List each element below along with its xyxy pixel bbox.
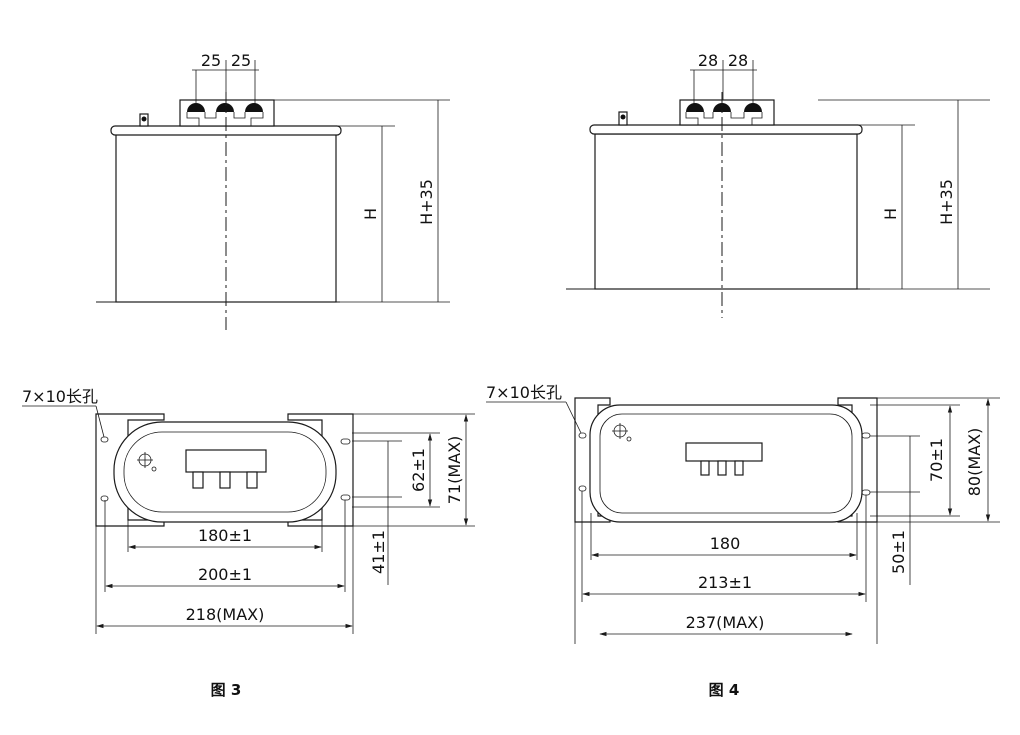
fig3-terminal-block-top: [185, 449, 267, 473]
fig3-terminal-contour: [186, 112, 264, 126]
fig3-leader-line: [95, 405, 105, 438]
fig4-dim-80: 80(MAX): [965, 428, 984, 497]
fig4-capacitor-lid: [589, 124, 863, 135]
fig3-terminal-spacing-2: 25: [231, 51, 251, 70]
fig4-terminal-2-icon: [713, 103, 731, 112]
fig4-dim-180: 180: [710, 534, 741, 553]
fig4-oval-inner: [599, 413, 853, 514]
fig4-pin-1: [700, 460, 710, 476]
fig3-slot-hole-icon: [100, 436, 109, 443]
fig4-caption: 图 4: [709, 681, 740, 699]
fig4-terminal-1-icon: [686, 103, 704, 112]
fig3-terminal-spacing-1: 25: [201, 51, 221, 70]
fig4-terminal-3-icon: [744, 103, 762, 112]
fig3-dim-200: 200±1: [198, 565, 252, 584]
fig3-slot-hole-icon: [340, 494, 351, 501]
fig3-oval-inner: [123, 431, 327, 513]
fig3-pin-3: [246, 471, 258, 489]
fig3-terminal-3-icon: [245, 103, 263, 112]
fig4-slot-hole-icon: [578, 485, 587, 492]
fig4-height-label: H: [881, 208, 900, 220]
fig4-dim-213: 213±1: [698, 573, 752, 592]
fig4-dim-50: 50±1: [889, 530, 908, 574]
fig4-slot-hole-icon: [861, 432, 871, 439]
fig4-front-view: 28 28 H H+35: [566, 51, 990, 318]
fig3-dim-41: 41±1: [369, 530, 388, 574]
fig3-total-height-label: H+35: [417, 179, 436, 225]
fig4-dim-70: 70±1: [927, 438, 946, 482]
fig4-pin-3: [734, 460, 744, 476]
fig3-height-label: H: [361, 208, 380, 220]
fig4-terminal-contour: [685, 112, 763, 125]
fig4-terminal-spacing-2: 28: [728, 51, 748, 70]
fig4-slot-hole-icon: [578, 432, 587, 439]
fig3-ground-bolt-icon: [141, 116, 147, 122]
fig3-front-view: 25 25 H H+35: [96, 51, 450, 330]
fig3-dim-71: 71(MAX): [445, 436, 464, 505]
fig3-dim-62: 62±1: [409, 448, 428, 492]
fig4-ground-bolt-icon: [620, 114, 626, 120]
fig4-leader-line: [565, 401, 582, 434]
fig4-slot-label: 7×10长孔: [486, 383, 562, 402]
fig4-terminal-block-top: [685, 442, 763, 462]
fig4-terminal-spacing-1: 28: [698, 51, 718, 70]
fig3-slot-hole-icon: [340, 438, 351, 445]
fig3-terminal-1-icon: [187, 103, 205, 112]
fig3-dim-180: 180±1: [198, 526, 252, 545]
fig4-pin-2: [717, 460, 727, 476]
fig4-capacitor-body: [594, 133, 858, 290]
fig3-dim-218: 218(MAX): [186, 605, 265, 624]
fig3-small-hole-icon: [151, 466, 157, 472]
fig4-dim-237: 237(MAX): [686, 613, 765, 632]
fig3-top-view: 7×10长孔 180±1 200±1 218(MAX) 41±1 62±1 71…: [22, 387, 475, 634]
fig3-slot-hole-icon: [100, 495, 109, 502]
fig3-caption: 图 3: [211, 681, 242, 699]
fig3-pin-1: [192, 471, 204, 489]
fig4-top-view: 7×10长孔 180 213±1 237(MAX) 50±1 70±1 80(M…: [486, 383, 1000, 644]
fig4-small-hole-icon: [626, 436, 632, 442]
fig4-total-height-label: H+35: [937, 179, 956, 225]
fig3-pin-2: [219, 471, 231, 489]
fig3-terminal-2-icon: [216, 103, 234, 112]
fig3-slot-label: 7×10长孔: [22, 387, 98, 406]
